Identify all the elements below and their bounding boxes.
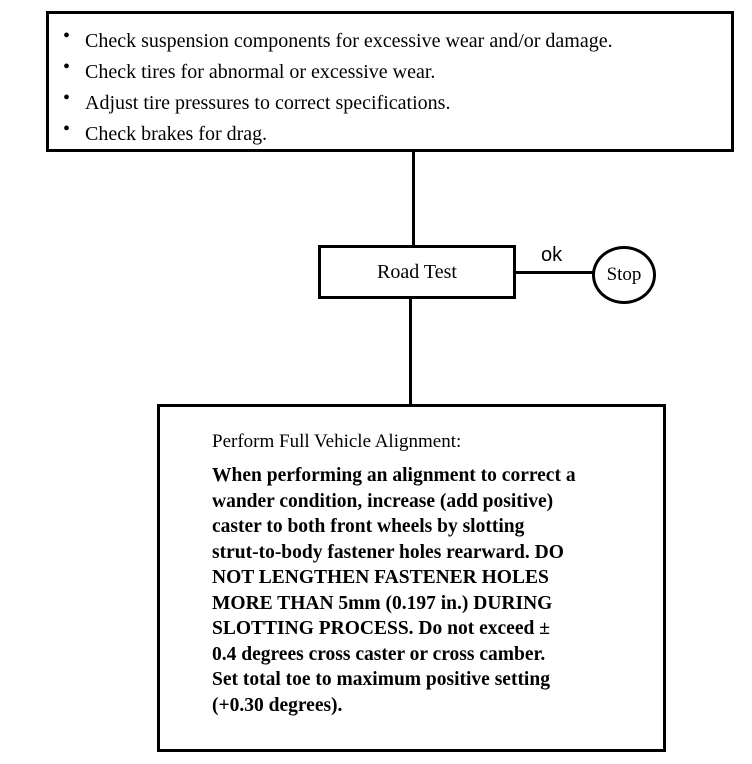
- connector-roadtest-to-alignment: [409, 299, 412, 404]
- alignment-line: When performing an alignment to correct …: [212, 465, 576, 486]
- alignment-line: 0.4 degrees cross caster or cross camber…: [212, 643, 546, 665]
- alignment-line: strut-to-body fastener holes rearward. D…: [212, 541, 564, 563]
- checklist-item-text: Adjust tire pressures to correct specifi…: [85, 92, 451, 114]
- stop-label: Stop: [606, 264, 642, 285]
- road-test-label: Road Test: [377, 260, 457, 283]
- inspection-checklist-box: • Check suspension components for excessi…: [46, 11, 734, 152]
- checklist-item-text: Check tires for abnormal or excessive we…: [85, 61, 436, 83]
- alignment-box: Perform Full Vehicle Alignment: When per…: [157, 404, 666, 752]
- alignment-title: Perform Full Vehicle Alignment:: [212, 431, 462, 452]
- alignment-line: Set total toe to maximum positive settin…: [212, 669, 550, 690]
- alignment-line: SLOTTING PROCESS. Do not exceed ±: [212, 618, 550, 639]
- bullet-icon: •: [63, 25, 71, 47]
- bullet-icon: •: [63, 118, 71, 140]
- bullet-icon: •: [63, 56, 71, 78]
- checklist-item-text: Check brakes for drag.: [85, 123, 268, 145]
- checklist-item-text: Check suspension components for excessiv…: [85, 30, 613, 52]
- alignment-line: caster to both front wheels by slotting: [212, 516, 525, 537]
- road-test-box: Road Test: [318, 245, 516, 299]
- checklist-item: • Check brakes for drag.: [63, 118, 731, 150]
- inspection-checklist: • Check suspension components for excessi…: [63, 25, 731, 150]
- alignment-line: NOT LENGTHEN FASTENER HOLES: [212, 567, 549, 588]
- alignment-line: (+0.30 degrees).: [212, 694, 343, 716]
- checklist-item: • Check tires for abnormal or excessive w…: [63, 56, 731, 88]
- checklist-item: • Check suspension components for excessi…: [63, 25, 731, 57]
- alignment-line: MORE THAN 5mm (0.197 in.) DURING: [212, 592, 553, 614]
- stop-terminal: Stop: [592, 246, 656, 304]
- alignment-line: wander condition, increase (add positive…: [212, 490, 554, 512]
- ok-label: ok: [541, 244, 563, 266]
- connector-top-to-roadtest: [412, 152, 415, 245]
- alignment-instructions: When performing an alignment to correct …: [212, 463, 643, 718]
- connector-roadtest-to-stop: [516, 271, 593, 274]
- bullet-icon: •: [63, 87, 71, 109]
- checklist-item: • Adjust tire pressures to correct specif…: [63, 87, 731, 119]
